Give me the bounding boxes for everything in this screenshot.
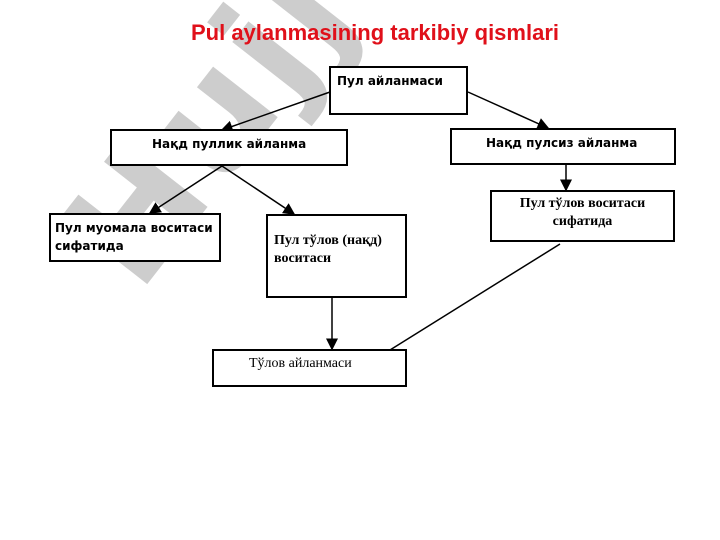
node-circulation-label: Пул муомала воситаси сифатида (55, 221, 213, 253)
node-cash-label: Нақд пуллик айланма (152, 137, 307, 151)
node-payment-noncash-label: Пул тўлов воситаси сифатида (519, 196, 646, 229)
node-payment-turnover: Тўлов айланмаси (212, 349, 407, 387)
edge-cash-payment (221, 165, 296, 215)
edge-root-cash (220, 91, 331, 133)
node-payment-noncash: Пул тўлов воситаси сифатида (490, 190, 675, 242)
node-root-label: Пул айланмаси (337, 74, 443, 88)
edge-noncash-payment-turnover (389, 243, 561, 351)
node-noncash-label: Нақд пулсиз айланма (486, 136, 638, 150)
node-payment-turnover-label: Тўлов айланмаси (249, 356, 352, 371)
node-noncash: Нақд пулсиз айланма (450, 128, 676, 165)
node-payment-cash: Пул тўлов (нақд) воситаси (266, 214, 407, 298)
node-payment-cash-label: Пул тўлов (нақд) воситаси (274, 233, 382, 266)
node-cash: Нақд пуллик айланма (110, 129, 348, 166)
edge-cash-circulation (148, 165, 223, 214)
node-root: Пул айланмаси (329, 66, 468, 115)
edge-root-noncash (467, 91, 550, 130)
node-circulation: Пул муомала воситаси сифатида (49, 213, 221, 262)
page-title: Pul aylanmasining tarkibiy qismlari (190, 20, 560, 45)
